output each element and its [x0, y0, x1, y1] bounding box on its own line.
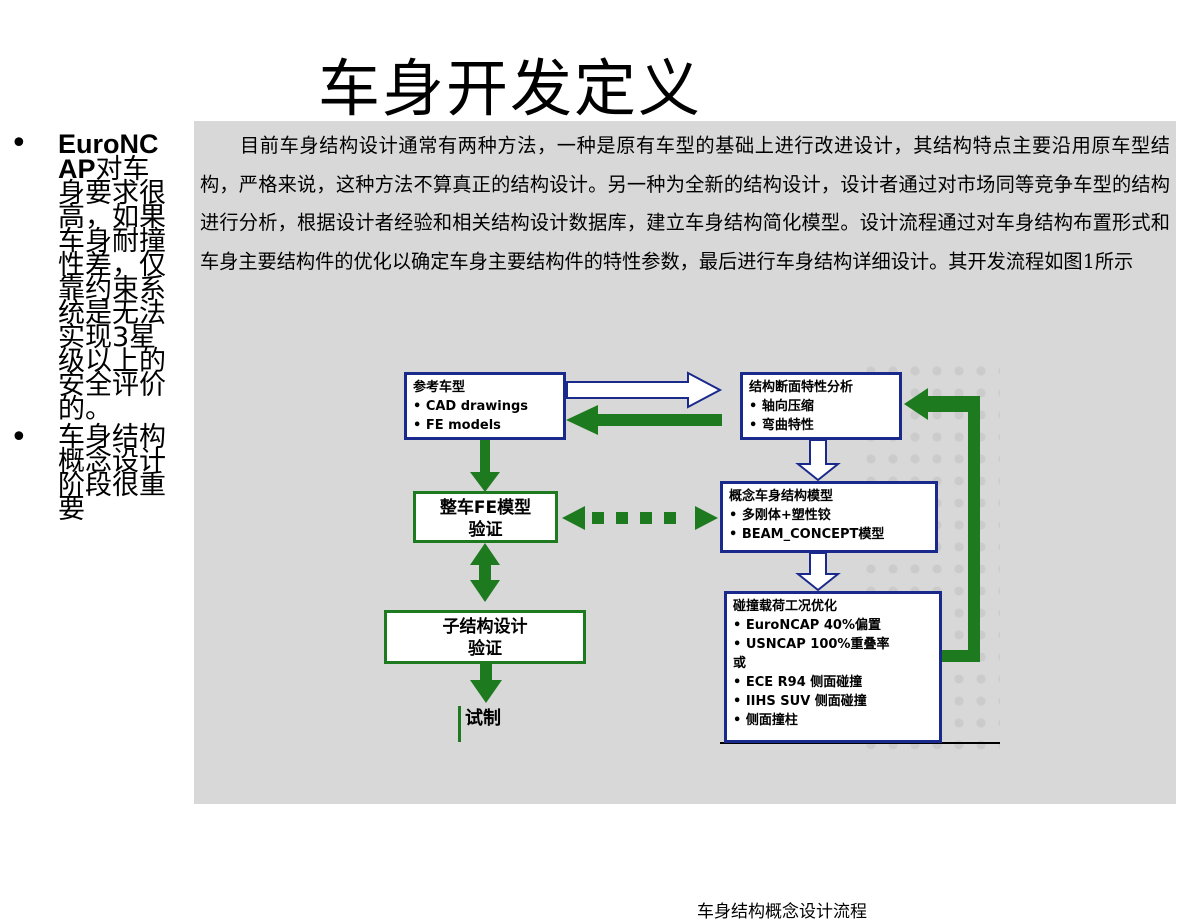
- box-crash-optimization: 碰撞载荷工况优化 • EuroNCAP 40%偏置 • USNCAP 100%重…: [724, 591, 942, 743]
- body-paragraph: 目前车身结构设计通常有两种方法，一种是原有车型的基础上进行改进设计，其结构特点主…: [200, 134, 1170, 273]
- box-concept-model: 概念车身结构模型 • 多刚体+塑性铰 • BEAM_CONCEPT模型: [720, 481, 938, 553]
- dash: [664, 512, 676, 524]
- bullet-bold: EuroNCAP: [58, 129, 159, 184]
- content-panel: 目前车身结构设计通常有两种方法，一种是原有车型的基础上进行改进设计，其结构特点主…: [194, 121, 1176, 922]
- arrow-fe-concept-left-head: [562, 506, 585, 530]
- dash: [592, 512, 604, 524]
- bullet-item-euroncap: • EuroNCAP对车身要求很高，如果车身耐撞性差，仅靠约束系统是无法实现3星…: [10, 126, 185, 425]
- crash-item: • IIHS SUV 侧面碰撞: [733, 694, 867, 709]
- arrow-concept-to-crash: [795, 552, 841, 592]
- arrow-section-to-ref: [566, 405, 722, 435]
- page-title: 车身开发定义: [317, 52, 702, 125]
- arrow-ref-to-section: [566, 371, 723, 409]
- ref-item: • CAD drawings: [413, 399, 529, 414]
- crash-title: 碰撞载荷工况优化: [733, 599, 838, 614]
- bullet-marker: •: [10, 420, 28, 455]
- bullet-body: 对车身要求很高，如果车身耐撞性差，仅靠约束系统是无法实现3星级以上的安全评价的。: [58, 154, 166, 425]
- bullet-list: • EuroNCAP对车身要求很高，如果车身耐撞性差，仅靠约束系统是无法实现3星…: [10, 126, 185, 526]
- arrow-fe-concept-right-head: [695, 506, 718, 530]
- concept-title: 概念车身结构模型: [729, 489, 834, 504]
- box-substructure-verify: 子结构设计 验证: [384, 610, 586, 664]
- crash-item: • ECE R94 侧面碰撞: [733, 675, 863, 690]
- box-trial: 试制: [458, 706, 518, 742]
- bullet-marker: •: [10, 126, 28, 161]
- sub-verify-line: 子结构设计: [442, 617, 528, 637]
- flow-diagram: 参考车型 • CAD drawings • FE models 结构断面特性分析…: [200, 360, 1000, 750]
- arrow-crash-feedback: [904, 388, 980, 662]
- diagram-arrows: [470, 371, 1000, 744]
- box-reference-model: 参考车型 • CAD drawings • FE models: [404, 372, 566, 440]
- arrow-ref-to-fe: [470, 438, 500, 492]
- crash-item: • EuroNCAP 40%偏置: [733, 618, 881, 633]
- arrow-section-to-concept: [795, 439, 841, 482]
- bullet-item-concept: • 车身结构概念设计阶段很重要: [10, 420, 185, 525]
- dash: [616, 512, 628, 524]
- box-fe-verify: 整车FE模型 验证: [413, 491, 558, 543]
- bullet-text: EuroNCAP对车身要求很高，如果车身耐撞性差，仅靠约束系统是无法实现3星级以…: [58, 129, 170, 425]
- ref-title: 参考车型: [413, 380, 466, 395]
- box-section-analysis: 结构断面特性分析 • 轴向压缩 • 弯曲特性: [740, 372, 902, 440]
- figure-caption: 车身结构概念设计流程: [697, 902, 867, 922]
- fe-verify-line: 验证: [468, 520, 503, 540]
- sub-verify-line: 验证: [468, 639, 502, 659]
- crash-item: • 侧面撞柱: [733, 713, 798, 728]
- bullet-text: 车身结构概念设计阶段很重要: [58, 422, 166, 525]
- arrow-sub-to-trial: [470, 663, 502, 703]
- ref-item: • FE models: [413, 418, 501, 433]
- dash: [640, 512, 652, 524]
- crash-item: • USNCAP 100%重叠率: [733, 637, 890, 652]
- arrow-fe-sub: [470, 543, 500, 602]
- concept-item: • BEAM_CONCEPT模型: [729, 527, 885, 542]
- crash-item: 或: [733, 656, 747, 671]
- section-item: • 轴向压缩: [749, 399, 814, 414]
- concept-item: • 多刚体+塑性铰: [729, 508, 831, 523]
- section-title: 结构断面特性分析: [749, 380, 854, 395]
- fe-verify-line: 整车FE模型: [439, 498, 532, 518]
- section-item: • 弯曲特性: [749, 418, 814, 433]
